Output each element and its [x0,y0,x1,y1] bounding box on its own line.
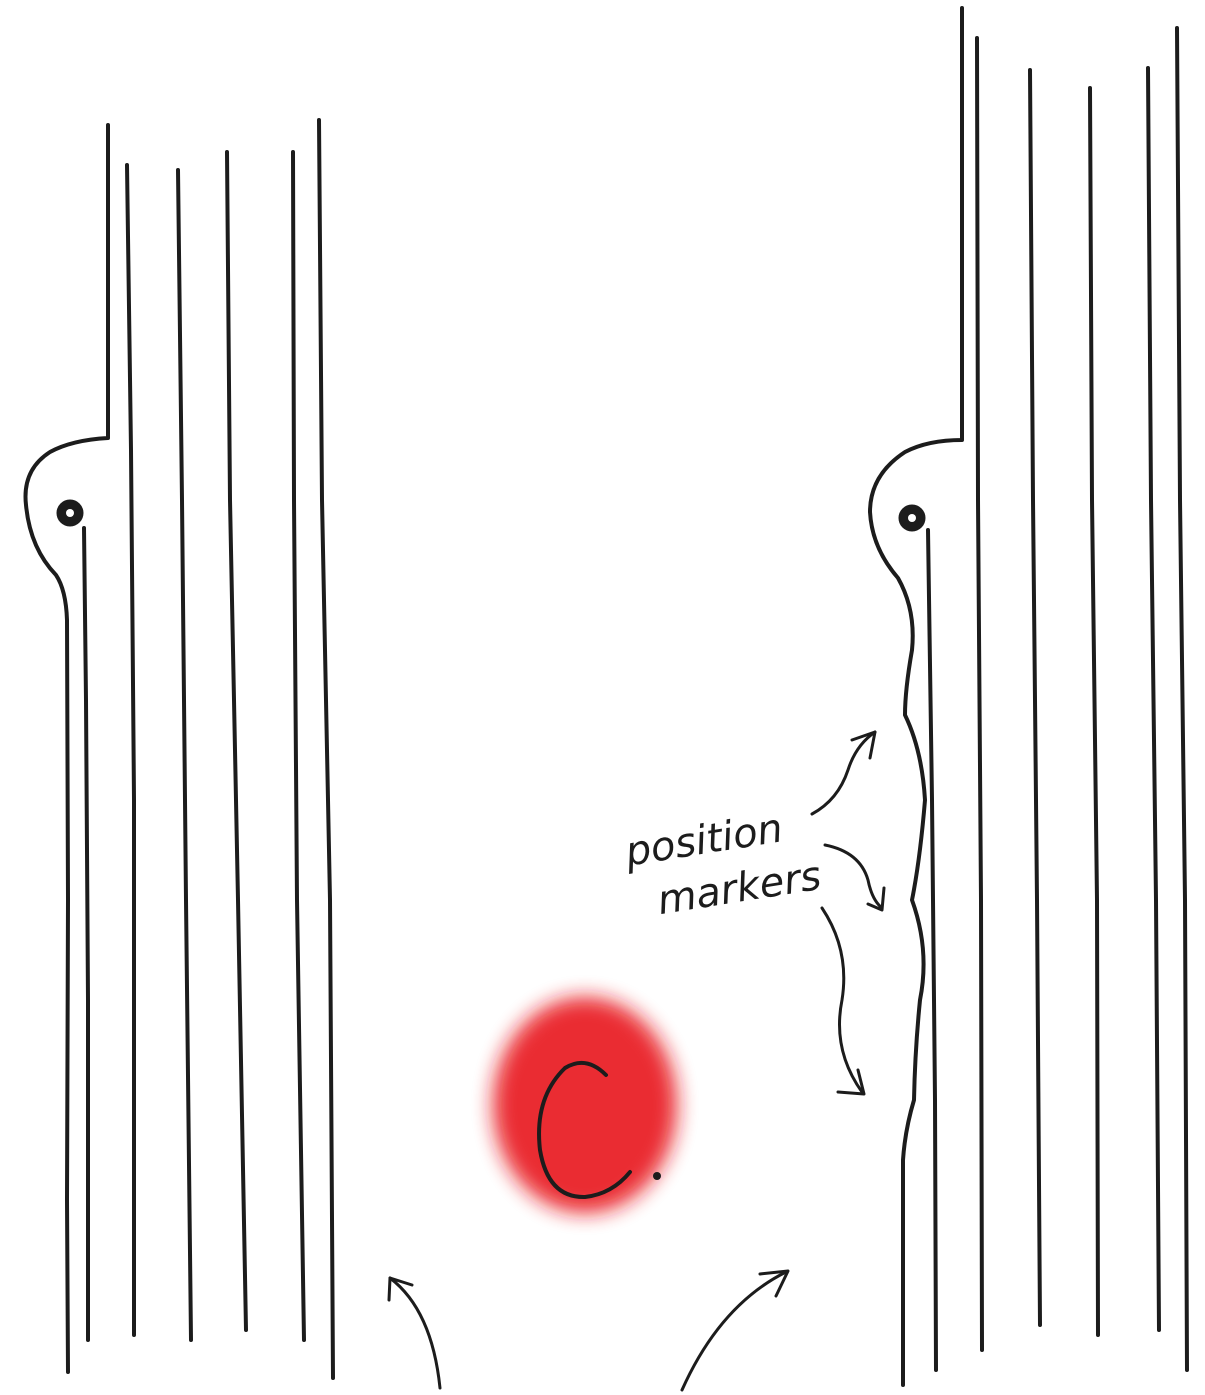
left-strand-3 [227,152,246,1330]
left-outer-strand [26,125,109,1372]
right-strand-4 [1148,68,1159,1330]
bottom-arrows [389,1271,788,1390]
right-strand-3 [1090,88,1098,1335]
left-inner-strand [84,528,88,1340]
right-outer-strand [870,8,962,1385]
arrow-up-marker [812,732,875,814]
right-inner-strand [928,530,936,1370]
arrow-mid-marker [825,845,882,908]
position-marker-arrows [812,732,884,1094]
left-strand-2 [178,170,191,1340]
left-strand-4 [293,152,304,1340]
left-strand-1 [127,165,134,1335]
annotation: position markers [621,801,824,929]
right-strand-group [870,8,1187,1385]
arrow-low-marker [822,908,862,1092]
bottom-left-arrow [390,1278,440,1388]
step-label-group: C. [493,997,677,1213]
right-strand-1 [977,38,982,1350]
left-strand-group [26,120,334,1378]
left-strand-5 [319,120,333,1378]
bottom-right-arrow [682,1272,786,1390]
right-strand-5 [1177,28,1187,1370]
right-strand-2 [1030,70,1040,1325]
step-letter-period [653,1172,661,1180]
